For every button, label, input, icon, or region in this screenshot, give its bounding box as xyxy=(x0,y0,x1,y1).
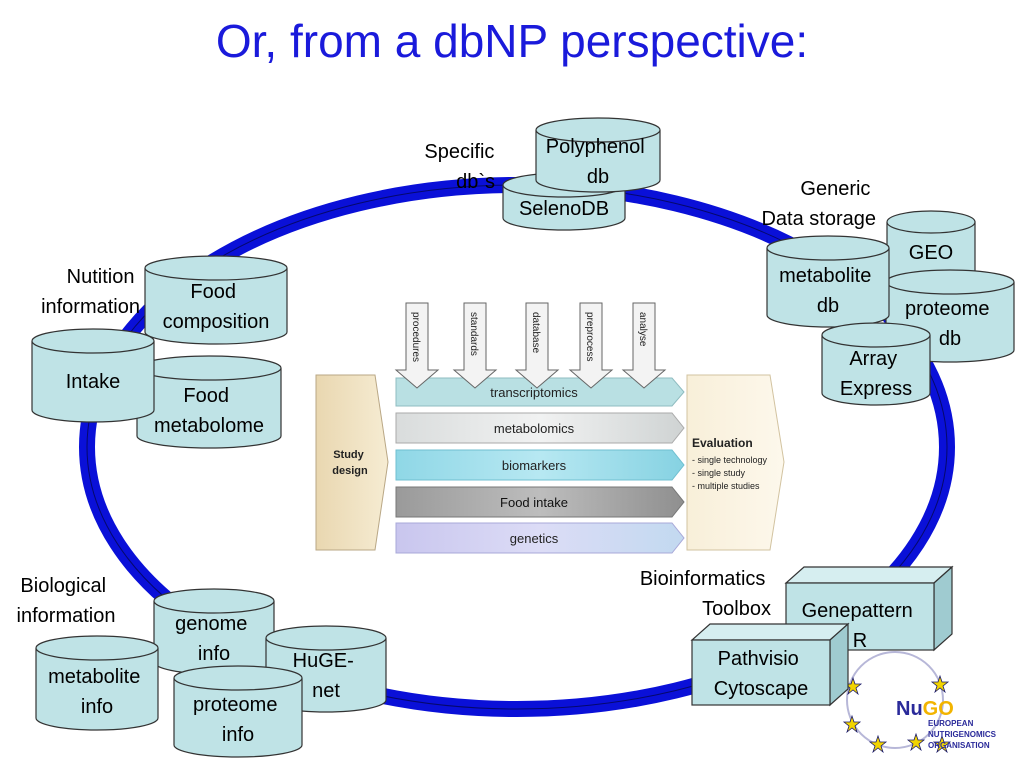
band-genetics: genetics xyxy=(395,522,685,554)
svg-text:Pathvisio Cytoscape: Pathvisio Cytoscape xyxy=(714,648,809,700)
evaluation-title: Evaluation xyxy=(692,436,753,450)
svg-text:GEO: GEO xyxy=(909,242,953,264)
svg-text:analyse: analyse xyxy=(637,312,648,347)
svg-text:NuGO: NuGO xyxy=(896,698,954,720)
band-transcriptomics: transcriptomics xyxy=(395,377,685,407)
svg-text:EUROPEAN NUTRIGENOMICS: EUROPEAN NUTRIGENOMICS ORGANISATION xyxy=(928,719,998,750)
study-design-line-1: Study xyxy=(333,449,364,461)
nutrition-information-label: Nutition information xyxy=(41,266,140,318)
svg-text:transcriptomics: transcriptomics xyxy=(490,385,578,400)
arrow-preprocess: preprocess xyxy=(568,302,614,389)
db-food-metabolome: Food metabolome xyxy=(136,355,282,449)
db-proteome-info: proteome info xyxy=(173,665,303,758)
db-metabolite: metabolite db xyxy=(766,235,890,328)
svg-text:genome info: genome info xyxy=(175,613,253,665)
svg-text:database: database xyxy=(530,312,541,354)
bioinformatics-toolbox-label: Bioinformatics Toolbox xyxy=(640,568,771,620)
db-intake: Intake xyxy=(31,328,155,423)
arrow-analyse: analyse xyxy=(621,302,667,389)
svg-text:metabolite info: metabolite info xyxy=(48,666,146,718)
svg-text:proteome db: proteome db xyxy=(905,298,995,350)
db-food-composition: Food composition xyxy=(144,255,288,345)
arrow-procedures: procedures xyxy=(394,302,440,389)
svg-text:genetics: genetics xyxy=(510,531,559,546)
svg-text:Study design: Study design xyxy=(332,449,368,477)
svg-text:Array Express: Array Express xyxy=(840,348,912,400)
svg-text:proteome info: proteome info xyxy=(193,694,283,746)
svg-text:preprocess: preprocess xyxy=(584,312,595,361)
svg-text:metabolite db: metabolite db xyxy=(779,265,877,317)
svg-text:Food composition: Food composition xyxy=(163,281,270,333)
svg-text:Genepattern R: Genepattern R xyxy=(802,600,919,652)
db-genome-info: genome info xyxy=(153,588,275,675)
biological-information-label: Biological information xyxy=(17,575,116,627)
svg-text:- single technology - si: - single technology - single study - mul… xyxy=(692,455,770,491)
svg-text:Food metabolome: Food metabolome xyxy=(154,385,264,437)
arrow-standards: standards xyxy=(452,302,498,389)
evaluation-item-1: - single technology xyxy=(692,455,768,465)
study-design-panel: Study design xyxy=(315,374,389,551)
evaluation-item-2: - single study xyxy=(692,468,746,478)
nugo-logo: NuGO EUROPEAN NUTRIGENOMICS ORGANISATION xyxy=(842,651,998,754)
band-metabolomics: metabolomics xyxy=(395,412,685,444)
logo-nu: Nu xyxy=(896,698,923,720)
band-food-intake: Food intake xyxy=(395,486,685,518)
svg-text:Intake: Intake xyxy=(66,371,120,393)
specific-dbs-label: Specific db`s xyxy=(424,141,500,193)
svg-text:biomarkers: biomarkers xyxy=(502,458,567,473)
band-biomarkers: biomarkers xyxy=(395,449,685,481)
svg-text:standards: standards xyxy=(468,312,479,356)
evaluation-item-3: - multiple studies xyxy=(692,481,760,491)
db-metabolite-info: metabolite info xyxy=(35,635,159,731)
evaluation-panel: Evaluation - single technology - single … xyxy=(686,374,785,551)
study-design-line-2: design xyxy=(332,465,368,477)
db-polyphenol: Polyphenol db xyxy=(535,117,661,193)
generic-storage-label: Generic Data storage xyxy=(761,178,876,230)
logo-go: GO xyxy=(923,698,954,720)
eu-star-icon xyxy=(842,674,952,754)
db-array-express: Array Express xyxy=(821,322,931,406)
svg-text:Food intake: Food intake xyxy=(500,495,568,510)
svg-text:SelenoDB: SelenoDB xyxy=(519,198,609,220)
svg-text:metabolomics: metabolomics xyxy=(494,421,575,436)
tool-pathvisio-cytoscape: Pathvisio Cytoscape xyxy=(690,622,850,707)
svg-text:HuGE- net: HuGE- net xyxy=(293,650,360,702)
page-title: Or, from a dbNP perspective: xyxy=(215,15,809,67)
tool-genepattern-r: Genepattern R xyxy=(784,565,954,652)
arrow-database: database xyxy=(514,302,560,389)
svg-text:procedures: procedures xyxy=(410,312,421,362)
svg-text:Polyphenol db: Polyphenol db xyxy=(546,136,651,188)
